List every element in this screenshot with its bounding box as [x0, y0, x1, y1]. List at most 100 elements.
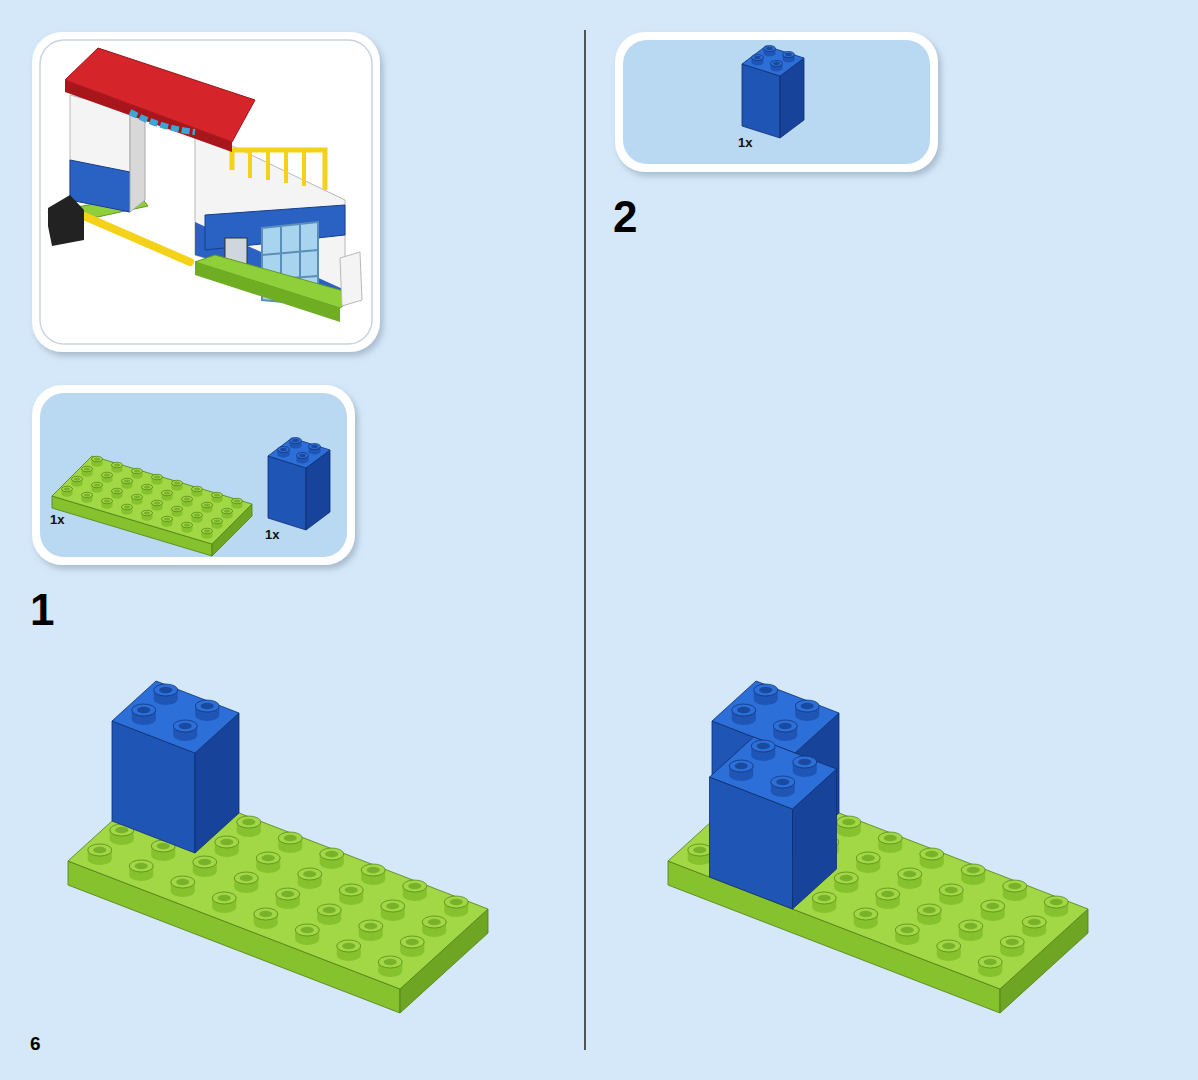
stud: [854, 908, 878, 920]
stud: [311, 445, 318, 448]
stud: [276, 888, 300, 900]
parts-panel-inner: [40, 393, 347, 557]
stud: [422, 916, 446, 928]
stud: [222, 508, 233, 514]
stud: [214, 519, 220, 522]
stud: [84, 493, 90, 496]
stud: [878, 832, 902, 844]
stud: [278, 447, 290, 453]
divider-line: [584, 30, 586, 1050]
model-preview: [48, 48, 362, 322]
stud: [242, 819, 255, 826]
stud: [154, 475, 160, 478]
stud: [212, 518, 223, 524]
stud: [783, 52, 795, 58]
blue-brick-part: [742, 46, 804, 139]
stud: [82, 466, 93, 472]
stud: [751, 740, 775, 752]
stud: [202, 502, 213, 508]
stud: [174, 507, 180, 510]
stud: [124, 479, 130, 482]
stud: [256, 852, 280, 864]
stud: [129, 860, 153, 872]
stud: [793, 756, 817, 768]
stud: [154, 501, 160, 504]
stud: [785, 53, 792, 56]
stud: [771, 61, 783, 67]
stud: [220, 839, 233, 846]
stud: [184, 523, 190, 526]
stud: [224, 509, 230, 512]
stud: [262, 855, 275, 862]
quantity-label: 1x: [738, 135, 752, 150]
stud: [367, 867, 380, 874]
stud: [766, 47, 773, 50]
stud: [254, 908, 278, 920]
stud: [303, 871, 316, 878]
stud: [923, 907, 936, 914]
stud: [84, 467, 90, 470]
stud: [132, 468, 143, 474]
stud: [237, 816, 261, 828]
stud: [182, 522, 193, 528]
stud: [194, 513, 200, 516]
stud: [818, 895, 831, 902]
step-number: 1: [30, 588, 54, 632]
stud: [172, 506, 183, 512]
stud: [142, 510, 153, 516]
stud: [142, 484, 153, 490]
stud: [384, 959, 397, 966]
stud: [939, 884, 963, 896]
step-number: 2: [613, 195, 637, 239]
stud: [218, 895, 231, 902]
stud: [278, 832, 302, 844]
stud: [114, 489, 120, 492]
stud: [301, 927, 314, 934]
stud: [895, 924, 919, 936]
stud: [112, 462, 123, 468]
stud: [795, 700, 819, 712]
stud: [93, 847, 106, 854]
stud: [917, 904, 941, 916]
stud: [967, 867, 980, 874]
stud: [1006, 939, 1019, 946]
stud: [164, 517, 170, 520]
stud: [876, 888, 900, 900]
stud: [115, 827, 128, 834]
stud: [729, 760, 753, 772]
stud: [779, 723, 792, 730]
stud: [1008, 883, 1021, 890]
stud: [776, 779, 789, 786]
stud: [152, 500, 163, 506]
stud: [154, 684, 178, 696]
quantity-label: 1x: [50, 512, 64, 527]
stud: [735, 763, 748, 770]
stud: [204, 529, 210, 532]
stud: [134, 469, 140, 472]
brick-face: [742, 64, 780, 138]
stud: [323, 907, 336, 914]
stud: [144, 485, 150, 488]
stud: [903, 871, 916, 878]
stud: [978, 956, 1002, 968]
stud: [898, 868, 922, 880]
stud: [1000, 936, 1024, 948]
stud: [192, 512, 203, 518]
stud: [62, 486, 73, 492]
stud: [406, 939, 419, 946]
stud: [132, 494, 143, 500]
preview-panel: [32, 32, 380, 352]
stud: [104, 499, 110, 502]
stud: [444, 896, 468, 908]
stud: [386, 903, 399, 910]
stud: [212, 892, 236, 904]
stud: [309, 444, 321, 450]
parts-panel: [32, 385, 355, 565]
stud: [325, 851, 338, 858]
stud: [122, 504, 133, 510]
stud: [925, 851, 938, 858]
stud: [92, 482, 103, 488]
stud: [137, 707, 150, 714]
parts-callout: 1x: [615, 32, 938, 172]
baseplate-part: [52, 456, 252, 556]
